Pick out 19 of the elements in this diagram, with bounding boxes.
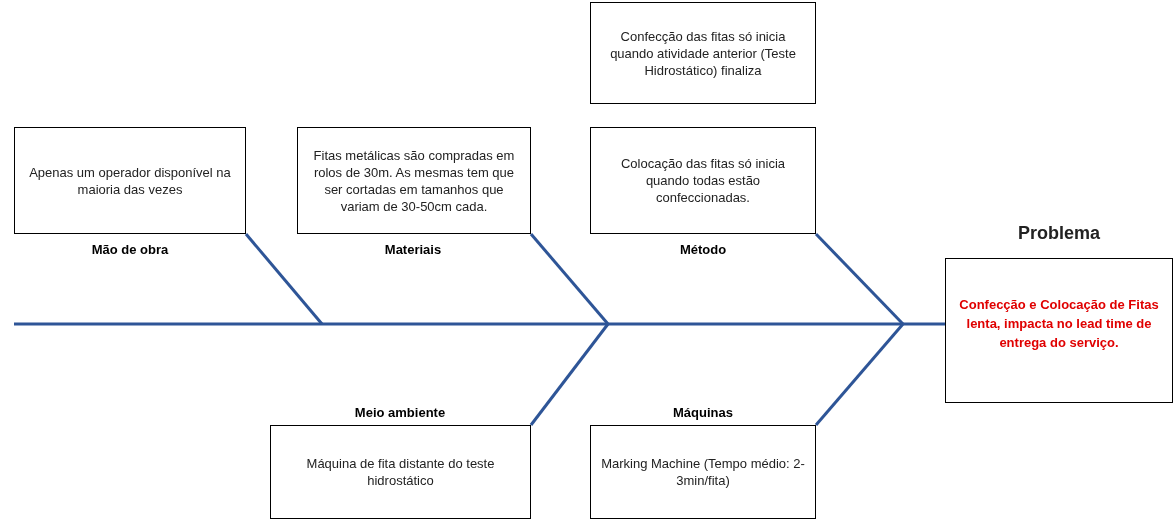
bone-line: [814, 323, 905, 426]
category-label: Máquinas: [673, 405, 733, 420]
bone-line: [529, 323, 610, 426]
spine-line: [14, 322, 945, 326]
cause-box: Confecção das fitas só inicia quando atividade anterior (Teste Hidrostático) finaliza: [590, 2, 816, 104]
cause-box: Máquina de fita distante do teste hidrostático: [270, 425, 531, 519]
problem-statement: Confecção e Colocação de Fitas lenta, impacta no lead time de entrega do serviço.: [958, 296, 1160, 352]
problem-heading: Problema: [1017, 225, 1101, 242]
category-label: Mão de obra: [91, 242, 169, 257]
cause-box: Fitas metálicas são compradas em rolos de 30m. As mesmas tem que ser cortadas em tamanhos que variam de 30-50cm cada.: [297, 127, 531, 234]
cause-box: Marking Machine (Tempo médio: 2-3min/fita): [590, 425, 816, 519]
category-label: Materiais: [384, 242, 442, 257]
bone-line: [814, 232, 905, 326]
bone-line: [244, 233, 324, 325]
bone-line: [529, 233, 610, 325]
cause-box: Apenas um operador disponível na maioria das vezes: [14, 127, 246, 234]
category-label: Meio ambiente: [354, 405, 446, 420]
cause-box: Colocação das fitas só inicia quando todas estão confeccionadas.: [590, 127, 816, 234]
category-label: Método: [679, 242, 727, 257]
